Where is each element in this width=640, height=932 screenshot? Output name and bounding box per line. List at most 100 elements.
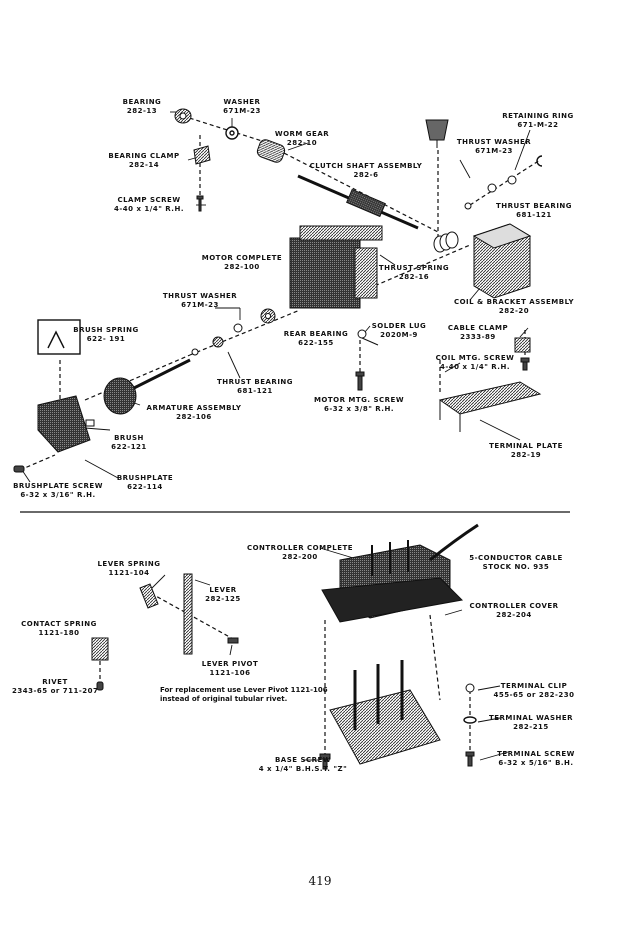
label-worm-gear-name: WORM GEAR: [274, 130, 330, 138]
label-lever: LEVER 282-125: [200, 586, 246, 604]
label-brushplate: BRUSHPLATE 622-114: [110, 474, 180, 492]
label-base-screw: BASE SCREW 4 x 1/4" B.H.S.T. "Z": [248, 756, 358, 774]
label-washer-name: WASHER: [223, 98, 261, 106]
label-armature-num: 282-106: [176, 413, 212, 421]
label-base-screw-name: BASE SCREW: [274, 756, 332, 764]
lever-part: [183, 573, 193, 655]
label-thrust-washer-top-name: THRUST WASHER: [456, 138, 532, 146]
label-cable-num: STOCK NO. 935: [482, 563, 550, 571]
label-terminal-washer-name: TERMINAL WASHER: [488, 714, 574, 722]
label-bearing-name: BEARING: [122, 98, 162, 106]
label-retaining-ring: RETAINING RING 671-M-22: [496, 112, 580, 130]
washer-part: [225, 126, 239, 140]
label-bearing-clamp: BEARING CLAMP 282-14: [100, 152, 188, 170]
label-motor-screw-name: MOTOR MTG. SCREW: [313, 396, 405, 404]
terminal-plate-part: [438, 381, 542, 432]
label-motor-screw-num: 6-32 x 3/8" R.H.: [324, 405, 394, 413]
label-motor-screw: MOTOR MTG. SCREW 6-32 x 3/8" R.H.: [306, 396, 412, 414]
coil-screw-part: [520, 357, 530, 371]
cable-clamp-part: [514, 337, 531, 353]
controller-part: [321, 523, 479, 623]
label-lever-pivot-num: 1121-106: [209, 669, 251, 677]
label-bearing-clamp-name: BEARING CLAMP: [108, 152, 180, 160]
brushplate-part: [37, 395, 91, 453]
label-controller-cover-num: 282-204: [496, 611, 532, 619]
label-terminal-clip-num: 455-65 or 282-230: [493, 691, 575, 699]
label-lever-pivot-name: LEVER PIVOT: [201, 660, 259, 668]
label-brushplate-name: BRUSHPLATE: [116, 474, 174, 482]
label-terminal-clip: TERMINAL CLIP 455-65 or 282-230: [488, 682, 580, 700]
replacement-note-line1: For replacement use Lever Pivot 1121-106: [160, 686, 328, 694]
label-thrust-spring-num: 282-16: [398, 273, 430, 281]
label-controller-complete-num: 282-200: [282, 553, 318, 561]
label-contact-spring-name: CONTACT SPRING: [21, 620, 97, 628]
label-clamp-screw-num: 4-40 x 1/4" R.H.: [114, 205, 184, 213]
motor-screw-part: [355, 371, 365, 391]
label-thrust-bearing-top: THRUST BEARING 681-121: [492, 202, 576, 220]
label-motor-complete-num: 282-100: [224, 263, 260, 271]
label-rear-bearing: REAR BEARING 622-155: [276, 330, 356, 348]
terminal-washer-part: [463, 716, 477, 724]
label-terminal-clip-name: TERMINAL CLIP: [500, 682, 568, 690]
lever-spring-part: [139, 583, 159, 609]
label-thrust-washer-top-num: 671M-23: [475, 147, 513, 155]
brush-spring-part: [37, 319, 81, 355]
label-contact-spring-num: 1121-180: [38, 629, 80, 637]
label-brushplate-num: 622-114: [127, 483, 163, 491]
label-lever-spring: LEVER SPRING 1121-104: [92, 560, 166, 578]
label-brushplate-screw: BRUSHPLATE SCREW 6-32 x 3/16" R.H.: [6, 482, 110, 500]
terminal-screw-part: [465, 751, 475, 767]
label-rivet-num: 2343-65 or 711-207: [12, 687, 99, 695]
base-part: [329, 660, 441, 765]
label-terminal-screw-num: 6-32 x 5/16" B.H.: [498, 759, 574, 767]
label-bearing-clamp-num: 282-14: [128, 161, 160, 169]
replacement-note-line2: instead of original tubular rivet.: [160, 695, 288, 703]
label-washer: WASHER 671M-23: [214, 98, 270, 116]
label-terminal-washer: TERMINAL WASHER 282-215: [486, 714, 576, 732]
label-cable-name: 5-CONDUCTOR CABLE: [469, 554, 563, 562]
worm-gear-part: [256, 139, 286, 163]
label-rear-bearing-name: REAR BEARING: [283, 330, 349, 338]
label-controller-cover: CONTROLLER COVER 282-204: [464, 602, 564, 620]
rivet-part: [96, 681, 104, 691]
label-solder-lug-name: SOLDER LUG: [371, 322, 427, 330]
label-controller-cover-name: CONTROLLER COVER: [469, 602, 559, 610]
label-brush: BRUSH 622-121: [106, 434, 152, 452]
brushplate-screw-part: [13, 465, 25, 473]
label-lever-spring-name: LEVER SPRING: [97, 560, 161, 568]
label-cable-clamp: CABLE CLAMP 2333-89: [440, 324, 516, 342]
label-solder-lug: SOLDER LUG 2020M-9: [364, 322, 434, 340]
thrust-spring-part: [433, 231, 459, 253]
thrust-washer-top-part: [464, 175, 517, 210]
label-cable: 5-CONDUCTOR CABLE STOCK NO. 935: [466, 554, 566, 572]
c-ring-part: [536, 155, 543, 167]
label-clutch-shaft-num: 282-6: [353, 171, 379, 179]
label-armature-name: ARMATURE ASSEMBLY: [146, 404, 242, 412]
label-clamp-screw: CLAMP SCREW 4-40 x 1/4" R.H.: [104, 196, 194, 214]
label-brush-name: BRUSH: [114, 434, 144, 442]
label-lever-num: 282-125: [205, 595, 241, 603]
label-thrust-bearing-mid-num: 681-121: [237, 387, 273, 395]
label-controller-complete: CONTROLLER COMPLETE 282-200: [240, 544, 360, 562]
label-brush-spring: BRUSH SPRING 622- 191: [62, 326, 150, 344]
contact-spring-part: [91, 637, 109, 661]
label-retaining-ring-name: RETAINING RING: [502, 112, 574, 120]
label-contact-spring: CONTACT SPRING 1121-180: [16, 620, 102, 638]
label-washer-num: 671M-23: [223, 107, 261, 115]
label-rivet: RIVET 2343-65 or 711-207: [12, 678, 98, 696]
label-retaining-ring-num: 671-M-22: [517, 121, 559, 129]
label-coil-screw-num: 4-40 x 1/4" R.H.: [440, 363, 510, 371]
motor-part: [289, 225, 383, 309]
label-brush-num: 622-121: [111, 443, 147, 451]
label-terminal-plate-name: TERMINAL PLATE: [489, 442, 563, 450]
coil-bracket-part: [472, 223, 532, 299]
label-coil-bracket-name: COIL & BRACKET ASSEMBLY: [453, 298, 575, 306]
label-rivet-name: RIVET: [42, 678, 68, 686]
label-coil-bracket: COIL & BRACKET ASSEMBLY 282-20: [450, 298, 578, 316]
label-brushplate-screw-num: 6-32 x 3/16" R.H.: [20, 491, 96, 499]
label-thrust-washer-mid: THRUST WASHER 671M-23: [160, 292, 240, 310]
armature-part: [103, 358, 191, 415]
label-cable-clamp-num: 2333-89: [460, 333, 496, 341]
label-terminal-screw-name: TERMINAL SCREW: [497, 750, 575, 758]
brush-part: [85, 419, 95, 427]
